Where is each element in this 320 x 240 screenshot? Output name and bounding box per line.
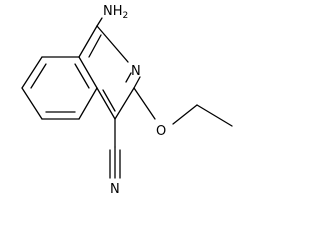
bond-c3-o — [133, 87, 156, 120]
bond-n2-c3 — [133, 76, 141, 89]
structure-canvas: NH2 N O N — [21, 4, 233, 197]
bond-c1-c8a-inner — [88, 34, 102, 58]
bond-c4a-c8a-inner — [74, 63, 90, 89]
bond-o-ch2 — [172, 104, 198, 125]
bond-ch2-ch3 — [196, 104, 233, 127]
bond-n2-c3-double — [125, 72, 132, 83]
bond-c1-nh2 — [96, 17, 103, 27]
amine-label: NH2 — [103, 4, 128, 21]
bond-c3-c4 — [114, 87, 135, 120]
bond-c8a-c1 — [78, 25, 98, 58]
ring-nitrogen-label: N — [131, 64, 141, 79]
bond-c7-c6 — [21, 87, 43, 120]
bond-c4-c4a — [96, 87, 116, 120]
bond-c4-c4a-inner — [102, 89, 116, 112]
bond-c4a-c8a — [78, 56, 98, 89]
bond-c1-n2 — [96, 25, 129, 63]
ether-oxygen-label: O — [156, 124, 166, 139]
molecule-diagram: NH2 N O N — [21, 4, 233, 197]
nitrile-nitrogen-label: N — [110, 182, 120, 197]
bond-c5-c4a — [78, 87, 98, 120]
bond-c8-c7-inner — [30, 63, 47, 89]
bond-c8-c7 — [21, 56, 43, 89]
